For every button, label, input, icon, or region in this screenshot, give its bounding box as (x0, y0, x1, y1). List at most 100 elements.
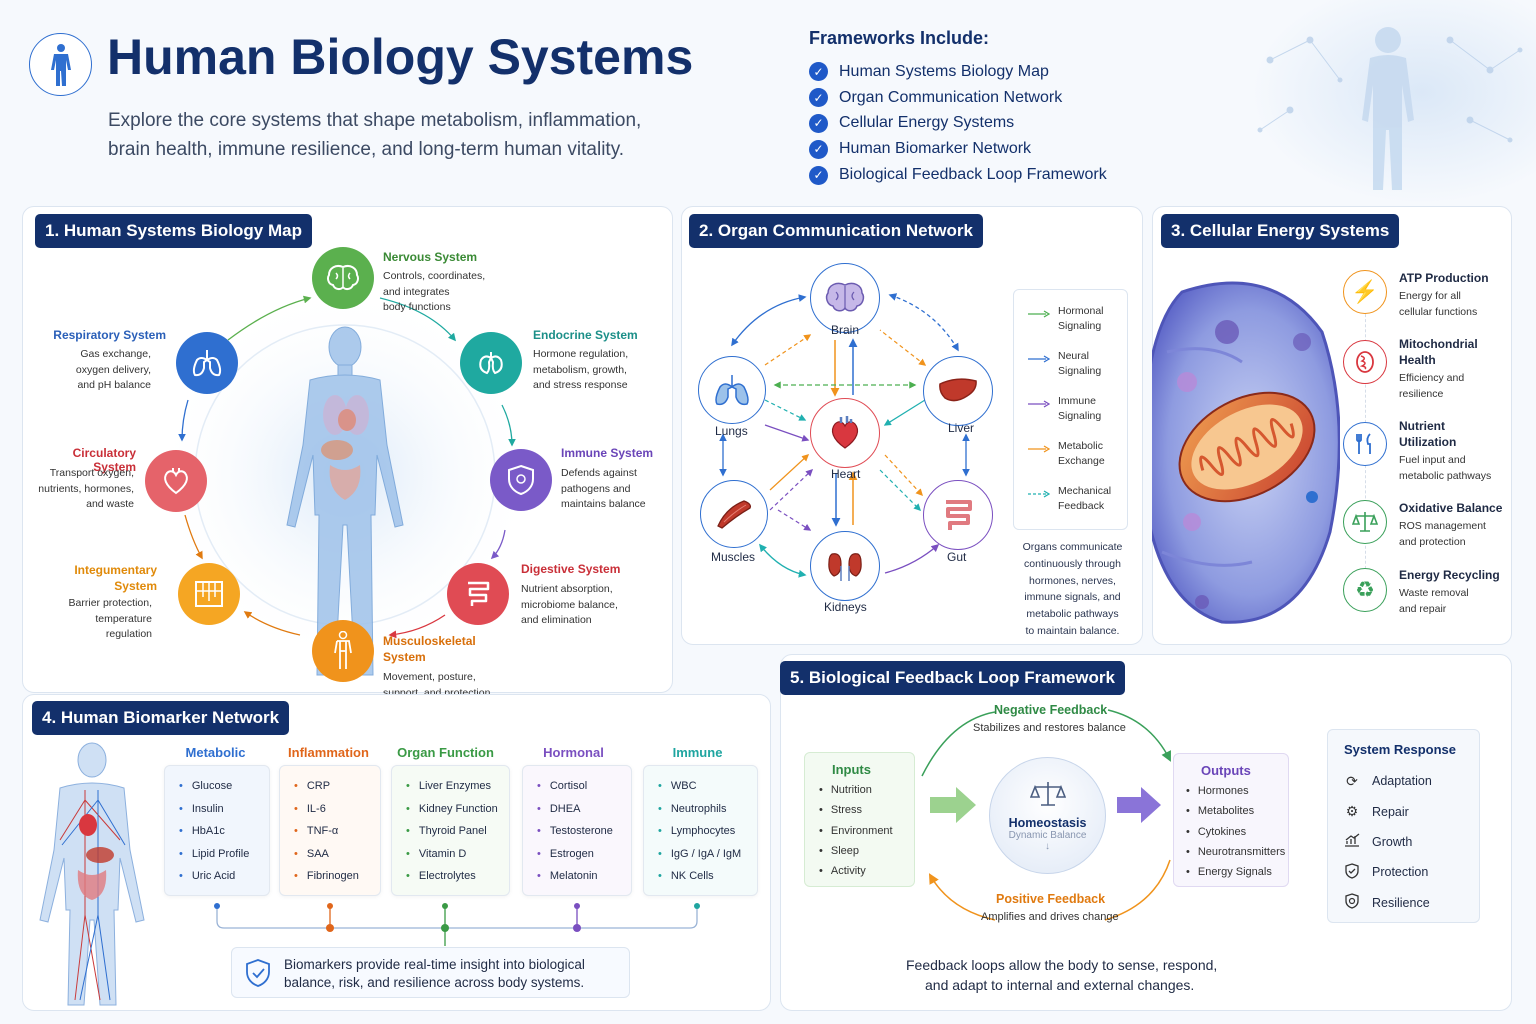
header-person-icon (29, 33, 92, 96)
circulatory-system-title: Circulatory System (72, 446, 136, 474)
positive-feedback-title: Positive Feedback (996, 892, 1106, 906)
biomarker-item: NK Cells (658, 868, 757, 891)
biomarker-item: IgG / IgA / IgM (658, 846, 757, 869)
biomarker-item: Lymphocytes (658, 823, 757, 846)
cell-illustration (1152, 281, 1340, 624)
shield-check-icon (1344, 893, 1360, 912)
output-item: Metabolites (1186, 805, 1288, 825)
biomarker-connector-lines (214, 903, 700, 946)
input-item: Activity (819, 865, 914, 885)
biomarker-item: Liver Enzymes (406, 778, 509, 801)
biomarker-group-metabolic: Glucose Insulin HbA1c Lipid Profile Uric… (164, 765, 270, 896)
human-body-figure (286, 326, 404, 676)
muscles-label: Muscles (711, 550, 756, 564)
gear-icon: ⚙ (1345, 803, 1359, 820)
cellular-energy-title: 3. Cellular Energy Systems (1161, 214, 1400, 248)
response-item: Resilience (1344, 888, 1479, 918)
lungs-label: Lungs (715, 424, 748, 438)
circulatory-system-icon (145, 450, 207, 512)
feedback-loop-title: 5. Biological Feedback Loop Framework (780, 661, 1125, 695)
biomarker-item: Neutrophils (658, 801, 757, 824)
feedback-loop-note-line-2: and adapt to internal and external chang… (925, 977, 1195, 993)
biomarker-group-organ-function: Liver Enzymes Kidney Function Thyroid Pa… (391, 765, 510, 896)
biomarker-item: Insulin (179, 801, 269, 824)
respiratory-system-desc: Gas exchange,oxygen delivery,and pH bala… (75, 348, 151, 391)
endocrine-system-title: Endocrine System (533, 328, 638, 342)
mitochondria-icon (1343, 340, 1387, 384)
shield-icon (1344, 863, 1360, 882)
biomarker-group-title: Hormonal (543, 745, 604, 760)
output-item: Energy Signals (1186, 866, 1288, 886)
biomarker-group-title: Immune (672, 745, 723, 760)
biomarker-item: DHEA (537, 801, 631, 824)
adaptation-icon: ⟳ (1346, 772, 1358, 789)
cell-item-atp: ATP Production Energy for all cellular f… (1399, 271, 1489, 318)
nervous-system-title: Nervous System (383, 250, 478, 264)
negative-feedback-title: Negative Feedback (994, 703, 1108, 717)
inputs-arrow-icon (930, 787, 976, 828)
framework-item: ✓Cellular Energy Systems (809, 111, 1107, 137)
musculoskeletal-system-icon (312, 620, 374, 682)
digestive-system-desc: Nutrient absorption,microbiome balance,a… (521, 583, 618, 626)
biomarker-item: Melatonin (537, 868, 631, 891)
lungs-organ (698, 356, 766, 424)
biomarker-item: Lipid Profile (179, 846, 269, 869)
brain-label: Brain (831, 323, 860, 337)
feedback-loop-arcs (921, 709, 1171, 921)
system-response-box: System Response ⟳Adaptation ⚙Repair Grow… (1327, 729, 1480, 923)
response-item: Protection (1344, 857, 1479, 887)
chart-icon (1344, 833, 1360, 850)
biomarker-item: Fibrinogen (294, 868, 380, 891)
page-title: Human Biology Systems (107, 29, 694, 85)
biomarker-item: Thyroid Panel (406, 823, 509, 846)
respiratory-system-title: Respiratory System (53, 328, 166, 342)
biomarker-group-title: Inflammation (288, 745, 369, 760)
heart-organ (810, 398, 880, 468)
systems-map-title: 1. Human Systems Biology Map (35, 214, 312, 248)
biomarker-item: Estrogen (537, 846, 631, 869)
muscles-organ (700, 480, 768, 548)
recycle-icon: ♻ (1343, 568, 1387, 612)
organ-network-connections (719, 293, 970, 578)
biomarker-group-title: Organ Function (397, 745, 494, 760)
biomarker-item: Glucose (179, 778, 269, 801)
immune-system-title: Immune System (561, 446, 654, 460)
cell-item-recycling: Energy Recycling Waste removal and repai… (1399, 568, 1500, 615)
input-item: Environment (819, 825, 914, 845)
liver-label: Liver (948, 421, 975, 435)
biomarker-group-hormonal: Cortisol DHEA Testosterone Estrogen Mela… (522, 765, 632, 896)
frameworks-heading: Frameworks Include: (809, 28, 990, 48)
heart-label: Heart (831, 467, 861, 481)
biomarker-item: IL-6 (294, 801, 380, 824)
homeostasis-center: Homeostasis Dynamic Balance ↓ (989, 757, 1106, 874)
positive-feedback-desc: Amplifies and drives change (981, 911, 1119, 923)
brain-organ (810, 263, 880, 333)
endocrine-system-desc: Hormone regulation,metabolism, growth,an… (533, 348, 629, 391)
cell-item-mitochondrial: Mitochondrial Health Efficiency and resi… (1399, 337, 1478, 400)
page-subtitle-line-2: brain health, immune resilience, and lon… (108, 139, 625, 160)
biomarker-group-inflammation: CRP IL-6 TNF-α SAA Fibrinogen (279, 765, 381, 896)
negative-feedback-desc: Stabilizes and restores balance (973, 722, 1126, 734)
lightning-icon: ⚡ (1343, 270, 1387, 314)
check-circle-icon: ✓ (809, 113, 828, 133)
output-item: Neurotransmitters (1186, 846, 1288, 866)
check-circle-icon: ✓ (809, 62, 828, 82)
organ-network-title: 2. Organ Communication Network (689, 214, 983, 248)
biomarker-group-immune: WBC Neutrophils Lymphocytes IgG / IgA / … (643, 765, 758, 896)
check-circle-icon: ✓ (809, 139, 828, 159)
scale-icon (1343, 500, 1387, 544)
output-item: Cytokines (1186, 826, 1288, 846)
biomarker-item: TNF-α (294, 823, 380, 846)
biomarker-item: Uric Acid (179, 868, 269, 891)
check-circle-icon: ✓ (809, 88, 828, 108)
check-circle-icon: ✓ (809, 165, 828, 185)
feedback-loop-note-line-1: Feedback loops allow the body to sense, … (906, 957, 1218, 973)
outputs-box: Outputs Hormones Metabolites Cytokines N… (1173, 753, 1289, 887)
